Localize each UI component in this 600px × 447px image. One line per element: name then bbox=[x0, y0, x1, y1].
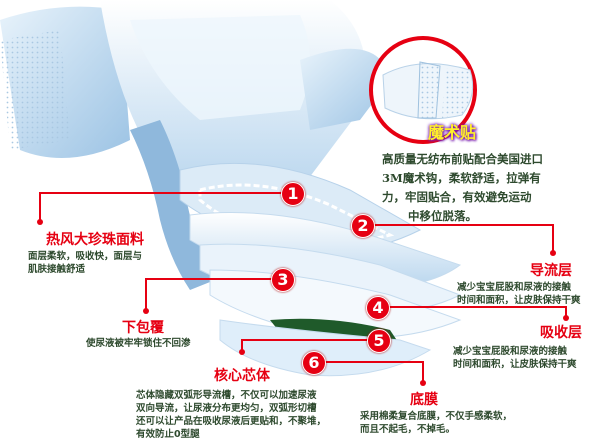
callout-line-4 bbox=[377, 306, 567, 318]
callout-line-1 bbox=[39, 192, 292, 222]
desc-line: 高质量无纺布前贴配合美国进口 bbox=[382, 152, 543, 166]
layer-desc-core: 芯体隐藏双弧形导流槽，不仅可以加速尿液 双向导流，让尿液分布更均匀，双弧形切槽 … bbox=[136, 389, 326, 441]
desc-line: 3M魔术钩，柔软舒适，拉弹有 bbox=[382, 171, 541, 185]
callout-dot bbox=[37, 219, 43, 225]
desc-line: 还可以让产品在吸收尿液后更贴和，不聚堆， bbox=[136, 416, 327, 427]
layer-title-backsheet: 底膜 bbox=[410, 392, 438, 408]
layer-title-wrap: 下包覆 bbox=[122, 320, 164, 336]
desc-line: 肌肤接触舒适 bbox=[28, 264, 86, 275]
callout-lines bbox=[39, 192, 567, 383]
layer-desc-wrap: 使尿液被牢牢锁住不回渗 bbox=[86, 337, 191, 350]
desc-line: 有效防止0型腿 bbox=[136, 429, 200, 440]
layer-title-absorbent: 吸收层 bbox=[540, 325, 582, 341]
desc-line: 减少宝宝屁股和尿液的接触 bbox=[453, 346, 568, 357]
desc-line: 双向导流，让尿液分布更均匀，双弧形切槽 bbox=[136, 403, 317, 414]
desc-line: 面层柔软，吸收快，面层与 bbox=[28, 251, 143, 262]
marker-6: 6 bbox=[302, 351, 326, 375]
callout-line-3 bbox=[145, 278, 282, 311]
desc-line: 采用棉柔复合底膜，不仅手感柔软， bbox=[360, 411, 513, 422]
layer-desc-absorbent: 减少宝宝屁股和尿液的接触 时间和面积，让皮肤保持干爽 bbox=[453, 345, 577, 371]
magic-tape-description: 高质量无纺布前贴配合美国进口 3M魔术钩，柔软舒适，拉弹有 力，牢固贴合，有效避… bbox=[382, 150, 543, 226]
layer-desc-backsheet: 采用棉柔复合底膜，不仅手感柔软， 而且不起毛，不掉毛。 bbox=[360, 410, 512, 436]
layer-desc-topsheet: 面层柔软，吸收快，面层与 肌肤接触舒适 bbox=[28, 250, 142, 276]
marker-2: 2 bbox=[351, 214, 375, 238]
desc-line: 时间和面积，让皮肤保持干爽 bbox=[457, 295, 581, 306]
desc-line: 减少宝宝屁股和尿液的接触 bbox=[457, 282, 572, 293]
callout-dot bbox=[420, 380, 426, 386]
desc-line: 芯体隐藏双弧形导流槽，不仅可以加速尿液 bbox=[136, 390, 317, 401]
desc-line: 使尿液被牢牢锁住不回渗 bbox=[86, 338, 191, 349]
marker-5: 5 bbox=[367, 329, 391, 353]
marker-4: 4 bbox=[366, 296, 390, 320]
callout-line-2 bbox=[362, 224, 554, 253]
layer-desc-acquisition: 减少宝宝屁股和尿液的接触 时间和面积，让皮肤保持干爽 bbox=[457, 281, 581, 307]
desc-line: 力，牢固贴合，有效避免运动 bbox=[382, 190, 532, 204]
desc-line: 而且不起毛，不掉毛。 bbox=[360, 424, 456, 435]
callout-line-5 bbox=[241, 339, 378, 352]
desc-line: 中移位脱落。 bbox=[408, 209, 477, 223]
callout-line-6 bbox=[313, 361, 424, 383]
layer-title-topsheet: 热风大珍珠面料 bbox=[46, 232, 144, 248]
callout-dot bbox=[550, 250, 556, 256]
callout-dot bbox=[143, 308, 149, 314]
marker-1: 1 bbox=[281, 182, 305, 206]
desc-line: 时间和面积，让皮肤保持干爽 bbox=[453, 359, 577, 370]
diaper-leg-cuff bbox=[130, 120, 215, 290]
layer-title-core: 核心芯体 bbox=[214, 368, 270, 384]
callout-dot bbox=[563, 315, 569, 321]
marker-3: 3 bbox=[271, 268, 295, 292]
magic-tape-title: 魔术贴 bbox=[428, 123, 477, 142]
layer-title-acquisition: 导流层 bbox=[530, 263, 572, 279]
callout-dot bbox=[239, 349, 245, 355]
